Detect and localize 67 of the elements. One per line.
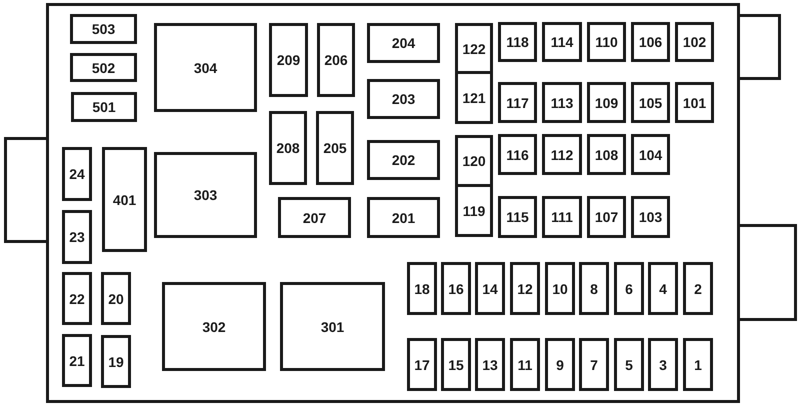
fuse-box-housing <box>46 3 740 403</box>
fuse-slot: 4 <box>648 262 678 315</box>
fuse-slot: 23 <box>62 210 92 264</box>
fuse-slot: 17 <box>407 338 437 391</box>
fuse-slot: 503 <box>70 14 137 44</box>
fuse-slot: 101 <box>675 82 714 123</box>
fuse-slot: 116 <box>498 134 537 175</box>
fuse-slot: 18 <box>407 262 437 315</box>
fuse-slot: 9 <box>545 338 575 391</box>
fuse-slot: 15 <box>441 338 471 391</box>
fuse-slot: 3 <box>648 338 678 391</box>
fuse-slot: 113 <box>542 82 582 123</box>
fuse-slot: 13 <box>475 338 505 391</box>
fuse-slot: 115 <box>498 196 537 238</box>
fuse-slot: 119 <box>455 184 493 237</box>
fuse-slot: 106 <box>631 22 670 62</box>
side-tab <box>4 137 46 243</box>
fuse-slot: 502 <box>70 53 137 82</box>
fuse-slot: 117 <box>498 82 537 123</box>
fuse-slot: 24 <box>62 147 92 201</box>
fuse-slot: 105 <box>631 82 670 123</box>
fuse-slot: 120 <box>455 135 493 187</box>
fuse-slot: 207 <box>278 197 351 238</box>
fuse-slot: 111 <box>542 196 582 238</box>
fuse-slot: 10 <box>545 262 575 315</box>
fuse-slot: 204 <box>367 23 440 63</box>
fuse-slot: 118 <box>498 22 537 62</box>
fuse-slot: 501 <box>71 92 137 122</box>
side-tab <box>740 224 797 321</box>
fuse-slot: 209 <box>269 23 308 97</box>
fuse-slot: 205 <box>316 111 354 185</box>
fuse-slot: 1 <box>683 338 713 391</box>
fuse-slot: 21 <box>62 334 92 387</box>
fuse-slot: 11 <box>510 338 540 391</box>
fuse-slot: 208 <box>269 111 307 185</box>
fuse-slot: 2 <box>683 262 713 315</box>
fuse-slot: 109 <box>587 82 626 123</box>
side-tab <box>740 14 781 80</box>
fuse-slot: 6 <box>614 262 644 315</box>
fuse-slot: 20 <box>101 272 131 325</box>
relay-slot: 302 <box>162 282 266 371</box>
fuse-slot: 121 <box>455 71 493 124</box>
relay-slot: 304 <box>154 23 257 112</box>
fuse-slot: 110 <box>587 22 626 62</box>
fuse-slot: 206 <box>317 23 355 97</box>
fuse-slot: 114 <box>542 22 582 62</box>
relay-slot: 301 <box>280 282 385 371</box>
fuse-slot: 7 <box>579 338 609 391</box>
fuse-slot: 22 <box>62 272 92 325</box>
fuse-slot: 202 <box>367 140 440 180</box>
fuse-slot: 203 <box>367 79 440 119</box>
fuse-slot: 16 <box>441 262 471 315</box>
fuse-slot: 112 <box>542 134 582 175</box>
fuse-slot: 14 <box>475 262 505 315</box>
fuse-slot: 401 <box>102 147 147 252</box>
fuse-slot: 104 <box>631 134 670 175</box>
fuse-slot: 102 <box>675 22 714 62</box>
relay-slot: 303 <box>154 152 257 238</box>
fuse-slot: 103 <box>631 196 670 238</box>
fuse-slot: 5 <box>614 338 644 391</box>
fuse-slot: 12 <box>510 262 540 315</box>
fuse-slot: 107 <box>587 196 626 238</box>
fuse-slot: 108 <box>587 134 626 175</box>
fuse-slot: 8 <box>579 262 609 315</box>
fuse-slot: 201 <box>367 197 440 238</box>
fuse-slot: 19 <box>101 335 131 388</box>
fuse-slot: 122 <box>455 23 493 74</box>
